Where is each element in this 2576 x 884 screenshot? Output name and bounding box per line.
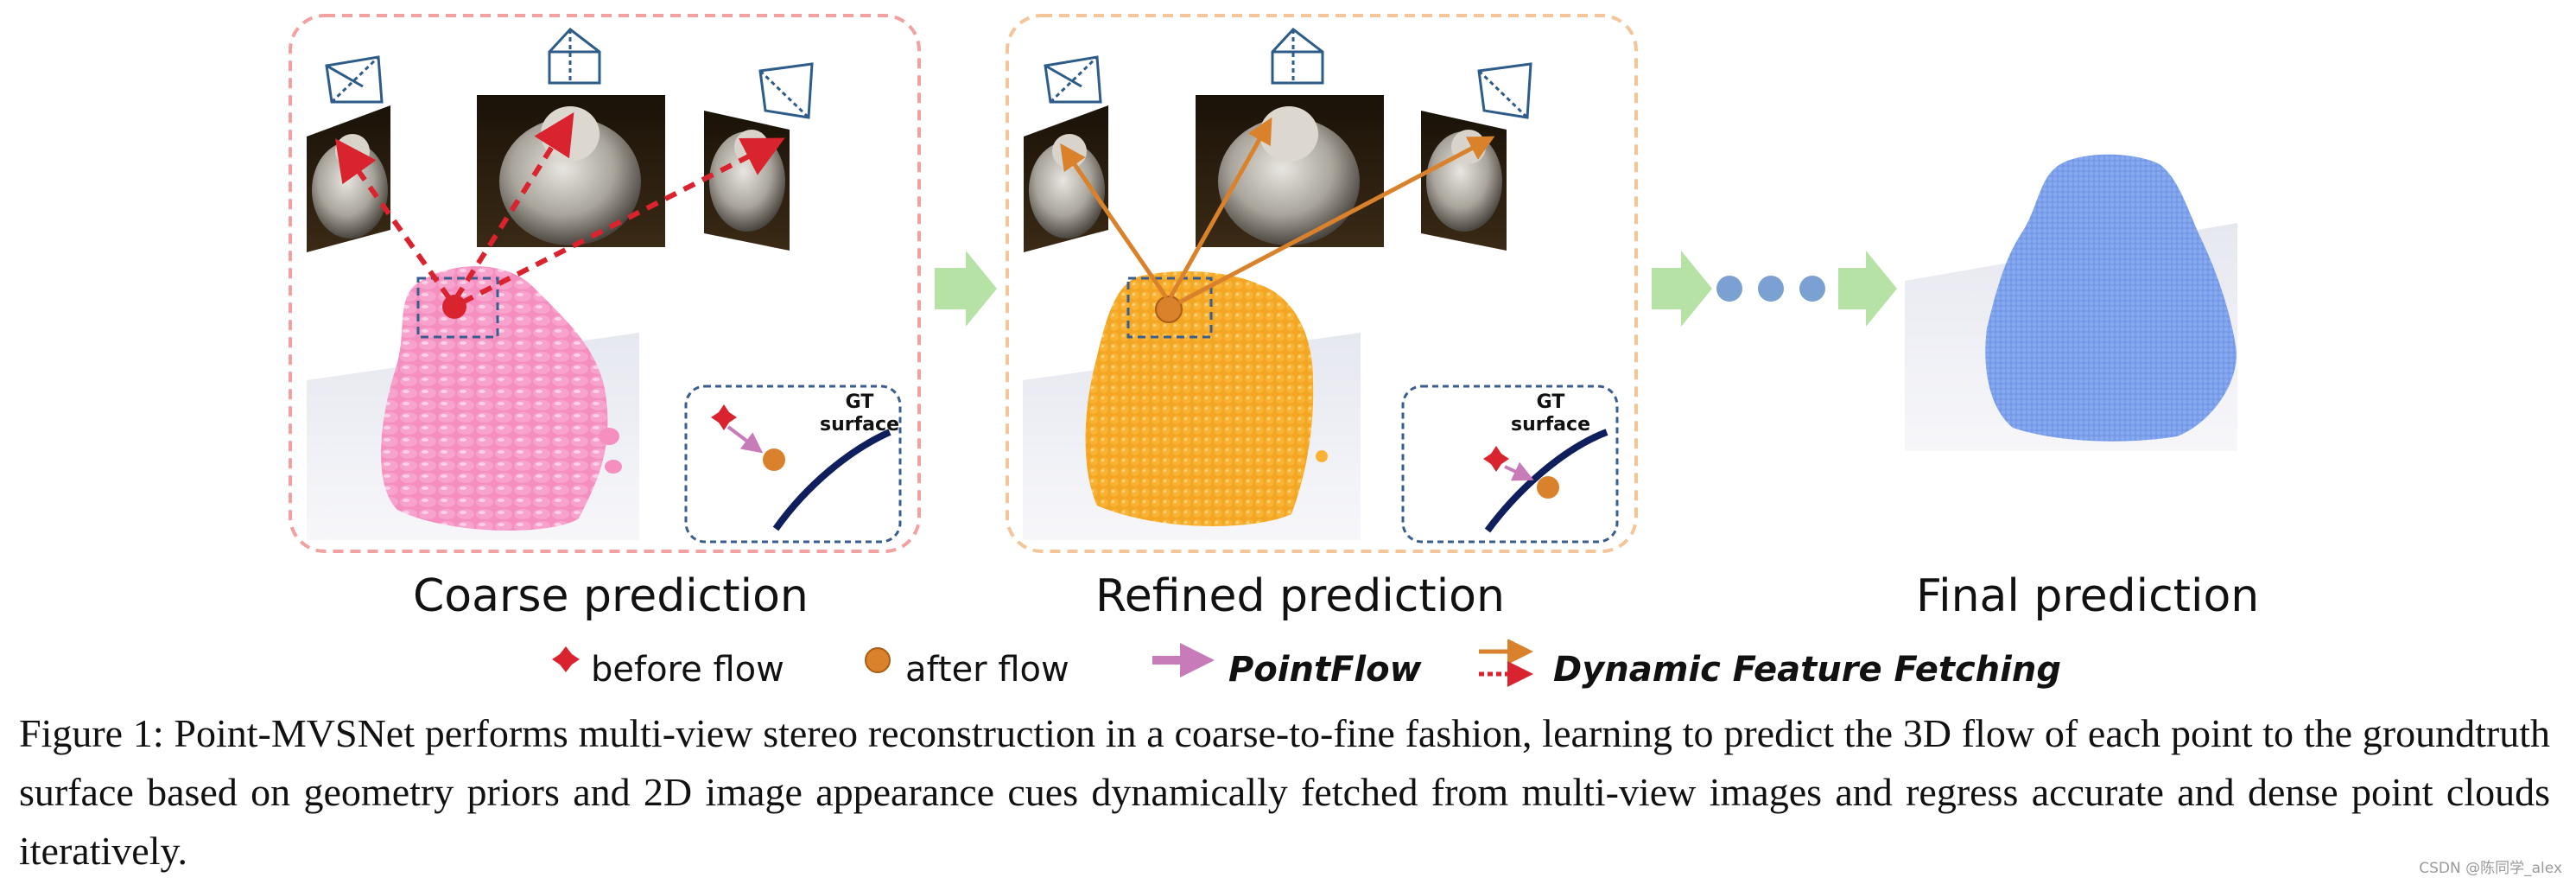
gt-surface-label: GT surface — [1503, 391, 1598, 436]
ellipsis-dot — [1758, 276, 1784, 302]
camera-icon — [325, 55, 384, 104]
after-flow-point — [763, 448, 785, 471]
gt-label-line2: surface — [1511, 414, 1590, 436]
refined-panel-border — [1006, 14, 1638, 553]
after-flow-marker — [865, 647, 891, 673]
refined-point-cloud — [1085, 271, 1314, 526]
selection-box — [1126, 277, 1213, 339]
coarse-panel-border — [289, 14, 921, 553]
gt-label-line1: GT — [845, 391, 874, 413]
selection-box — [416, 277, 499, 339]
surface-curve — [1484, 429, 1608, 533]
progress-arrow — [1652, 251, 1712, 327]
after-flow-point — [1537, 476, 1559, 499]
feature-fetch-arrows — [1060, 117, 1495, 305]
final-prediction-label: Final prediction — [1916, 570, 2260, 622]
camera-icon — [1044, 55, 1102, 104]
surface-curve — [772, 429, 891, 531]
view-image — [704, 111, 790, 251]
view-image — [307, 105, 390, 252]
progress-arrow — [1838, 251, 1897, 327]
legend-before-flow: before flow — [591, 650, 784, 690]
camera-icon — [758, 62, 814, 119]
final-point-cloud — [1985, 154, 2237, 442]
camera-icon — [1477, 62, 1532, 119]
view-image — [1196, 95, 1384, 247]
before-flow-point — [1483, 446, 1509, 472]
before-flow-point — [442, 295, 466, 319]
coarse-point-cloud — [381, 266, 608, 531]
legend-markers — [552, 639, 1533, 687]
gt-label-line2: surface — [820, 414, 899, 436]
feature-fetch-arrows — [335, 111, 785, 305]
progress-arrow — [935, 251, 997, 327]
final-panel — [1905, 154, 2237, 451]
figure-caption: Figure 1: Point-MVSNet performs multi-vi… — [19, 711, 2550, 873]
legend-after-flow: after flow — [905, 650, 1069, 690]
camera-icon — [548, 27, 601, 85]
refined-prediction-label: Refined prediction — [1095, 570, 1505, 622]
after-flow-point — [1155, 296, 1183, 323]
legend-pointflow: PointFlow — [1228, 650, 1422, 690]
ellipsis-dot — [1716, 276, 1742, 302]
gt-surface-inset — [1401, 385, 1619, 544]
gt-label-line1: GT — [1536, 391, 1565, 413]
watermark: CSDN @陈同学_alex — [2419, 860, 2562, 877]
legend-dynamic-feature-fetching: Dynamic Feature Fetching — [1553, 650, 2061, 690]
ellipsis-dot — [1799, 276, 1825, 302]
coarse-panel — [289, 14, 921, 553]
before-flow-marker — [552, 646, 580, 672]
coarse-prediction-label: Coarse prediction — [413, 570, 809, 622]
gt-surface-inset — [684, 385, 902, 544]
camera-icon — [1271, 27, 1324, 85]
refined-panel — [1006, 14, 1638, 553]
before-flow-point — [711, 404, 737, 430]
view-image — [1421, 111, 1507, 251]
view-image — [1024, 105, 1108, 252]
gt-surface-label: GT surface — [812, 391, 907, 436]
